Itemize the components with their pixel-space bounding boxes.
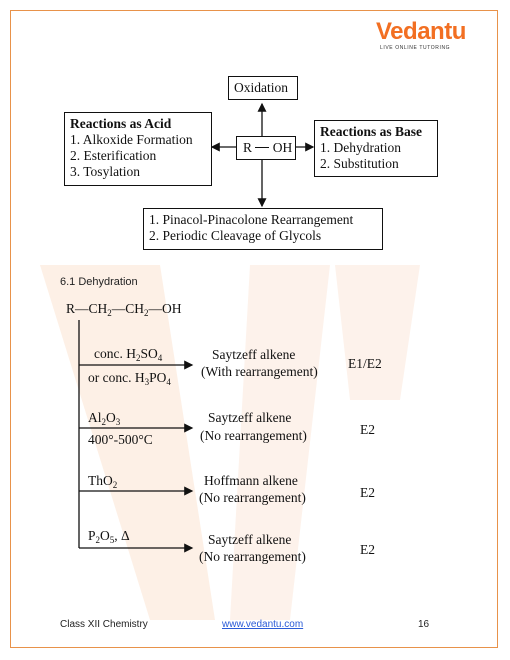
alcohol-formula: R OH [243, 140, 292, 156]
product-name: Saytzeff alkene [208, 410, 292, 425]
acid-item: 2. Esterification [70, 148, 157, 163]
vedantu-logo: Vedantu LIVE ONLINE TUTORING [376, 18, 466, 54]
product-name: Saytzeff alkene [208, 532, 292, 547]
reagent-h3po4: or conc. H3PO4 [88, 370, 171, 387]
base-item: 1. Dehydration [320, 140, 401, 155]
logo-tagline: LIVE ONLINE TUTORING [380, 45, 451, 51]
product-note: (No rearrangement) [199, 549, 306, 564]
footer-website-link[interactable]: www.vedantu.com [222, 619, 304, 630]
base-box-title: Reactions as Base [320, 124, 422, 139]
section-title: 6.1 Dehydration [60, 276, 138, 288]
alcohol-center-box: R OH [236, 136, 296, 160]
bond-line [255, 146, 270, 148]
product-name: Hoffmann alkene [204, 473, 298, 488]
rearrangement-box: 1. Pinacol-Pinacolone Rearrangement 2. P… [143, 208, 383, 250]
reagent-temperature: 400°-500°C [88, 432, 153, 447]
hydroxyl-group: OH [272, 140, 293, 155]
oxidation-box: Oxidation [228, 76, 298, 100]
page-border [10, 10, 498, 648]
acid-item: 1. Alkoxide Formation [70, 132, 193, 147]
substrate-formula: R—CH2—CH2—OH [66, 301, 182, 318]
mechanism-label: E2 [360, 485, 375, 500]
logo-wordmark: Vedantu [376, 18, 466, 45]
mechanism-label: E1/E2 [348, 356, 382, 371]
product-note: (With rearrangement) [201, 364, 318, 379]
alkyl-r: R [243, 140, 253, 155]
mechanism-label: E2 [360, 422, 375, 437]
base-reactions-box: Reactions as Base 1. Dehydration 2. Subs… [314, 120, 438, 177]
reagent-tho2: ThO2 [88, 473, 118, 490]
product-name: Saytzeff alkene [212, 347, 296, 362]
footer-course: Class XII Chemistry [60, 619, 148, 630]
acid-reactions-box: Reactions as Acid 1. Alkoxide Formation … [64, 112, 212, 186]
base-item: 2. Substitution [320, 156, 399, 171]
rearrangement-item: 1. Pinacol-Pinacolone Rearrangement [149, 212, 354, 227]
page-number: 16 [418, 619, 430, 630]
rearrangement-item: 2. Periodic Cleavage of Glycols [149, 228, 322, 243]
reagent-al2o3: Al2O3 [88, 410, 121, 427]
mechanism-label: E2 [360, 542, 375, 557]
product-note: (No rearrangement) [200, 428, 307, 443]
reagent-h2so4: conc. H2SO4 [94, 346, 163, 363]
oxidation-label: Oxidation [234, 80, 288, 95]
acid-box-title: Reactions as Acid [70, 116, 172, 131]
product-note: (No rearrangement) [199, 490, 306, 505]
reagent-p2o5: P2O5, Δ [88, 528, 130, 545]
acid-item: 3. Tosylation [70, 164, 141, 179]
